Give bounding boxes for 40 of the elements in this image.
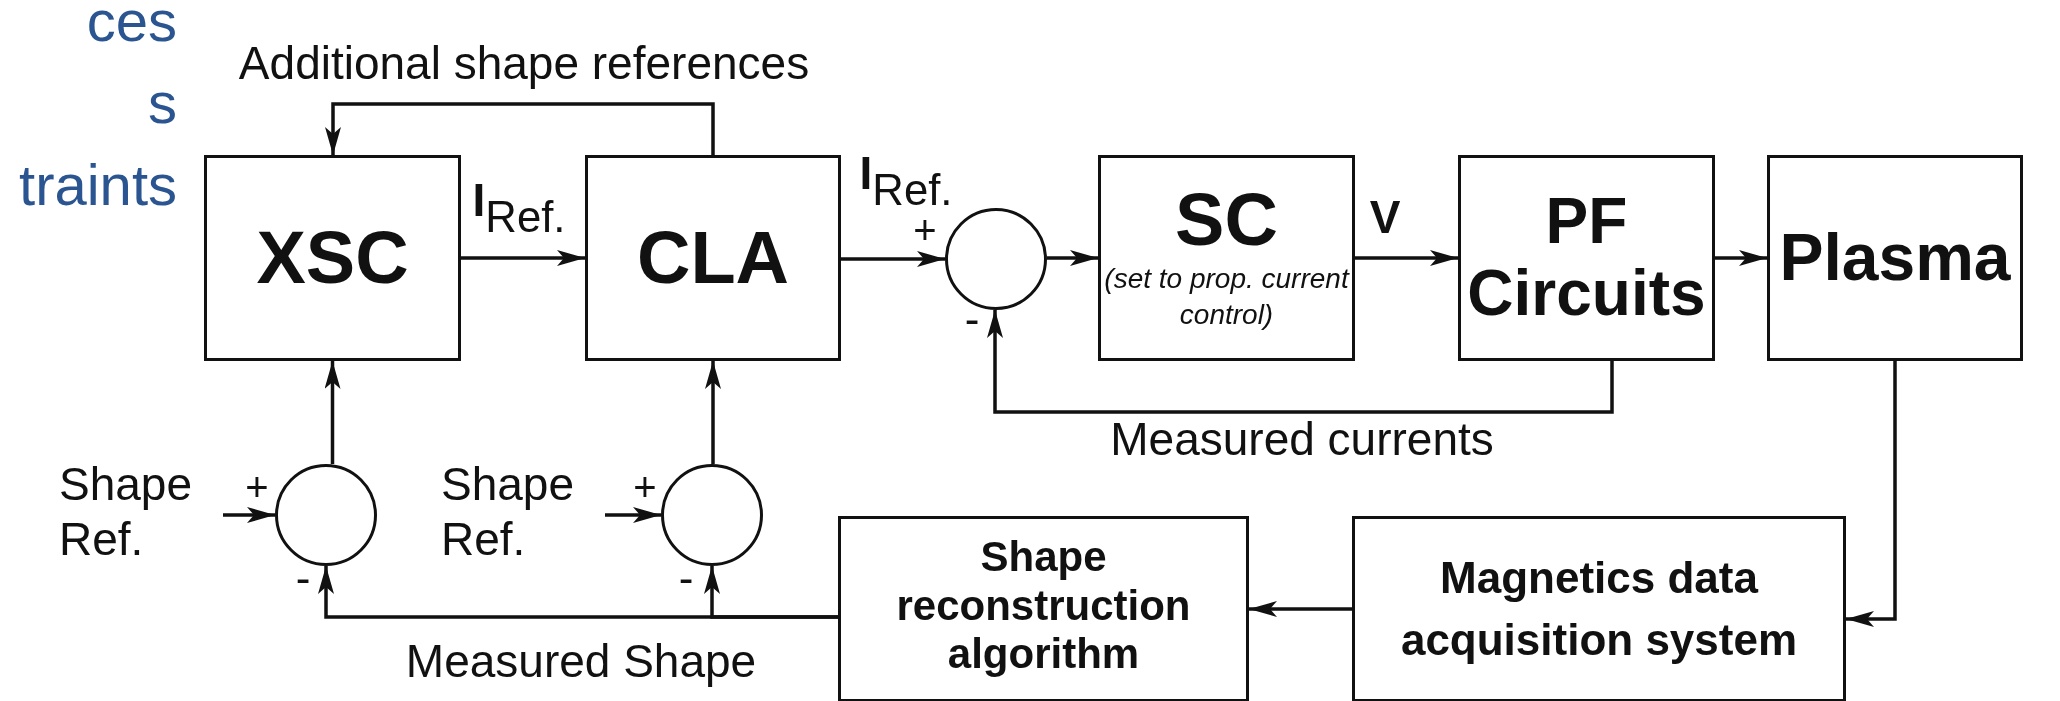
arrow — [704, 566, 838, 619]
block — [1352, 516, 1846, 701]
side-text: ces — [86, 0, 177, 50]
sign-label: + — [245, 467, 269, 507]
block-title: PF Circuits — [1466, 186, 1707, 330]
block — [1767, 155, 2023, 361]
arrow — [324, 361, 341, 464]
block-title: XSC — [256, 215, 409, 301]
sign-label: + — [913, 210, 937, 250]
arrow — [705, 361, 721, 464]
block — [585, 155, 841, 361]
side-text: traints — [19, 156, 177, 214]
arrow — [1249, 601, 1352, 617]
sign-label: - — [678, 556, 694, 600]
input-label: Shape Ref. — [441, 457, 591, 568]
block — [838, 516, 1249, 701]
arrow — [605, 507, 661, 523]
block-title: CLA — [636, 215, 790, 301]
arrow — [1047, 250, 1098, 266]
arrow — [1355, 250, 1458, 266]
sign-label: - — [295, 556, 311, 600]
block-title: Shape reconstruction algorithm — [895, 533, 1192, 680]
block — [1098, 155, 1355, 361]
input-label: Shape Ref. — [59, 457, 209, 568]
arrow — [1846, 361, 1897, 627]
sign-label: + — [633, 467, 657, 507]
block-title: SC — [1175, 182, 1278, 257]
block-title: Plasma — [1779, 220, 2011, 296]
arrow — [987, 310, 1614, 414]
arrow — [1715, 250, 1767, 266]
block-title: Magnetics data acquisition system — [1399, 552, 1799, 666]
block-note: (set to prop. current control) — [1103, 261, 1351, 332]
arrow — [223, 507, 275, 523]
arrow — [461, 250, 585, 266]
arrow — [325, 102, 715, 155]
block — [204, 155, 461, 361]
block — [1458, 155, 1715, 361]
side-text: s — [148, 74, 177, 132]
arrow — [841, 251, 945, 267]
sign-label: - — [964, 297, 980, 341]
